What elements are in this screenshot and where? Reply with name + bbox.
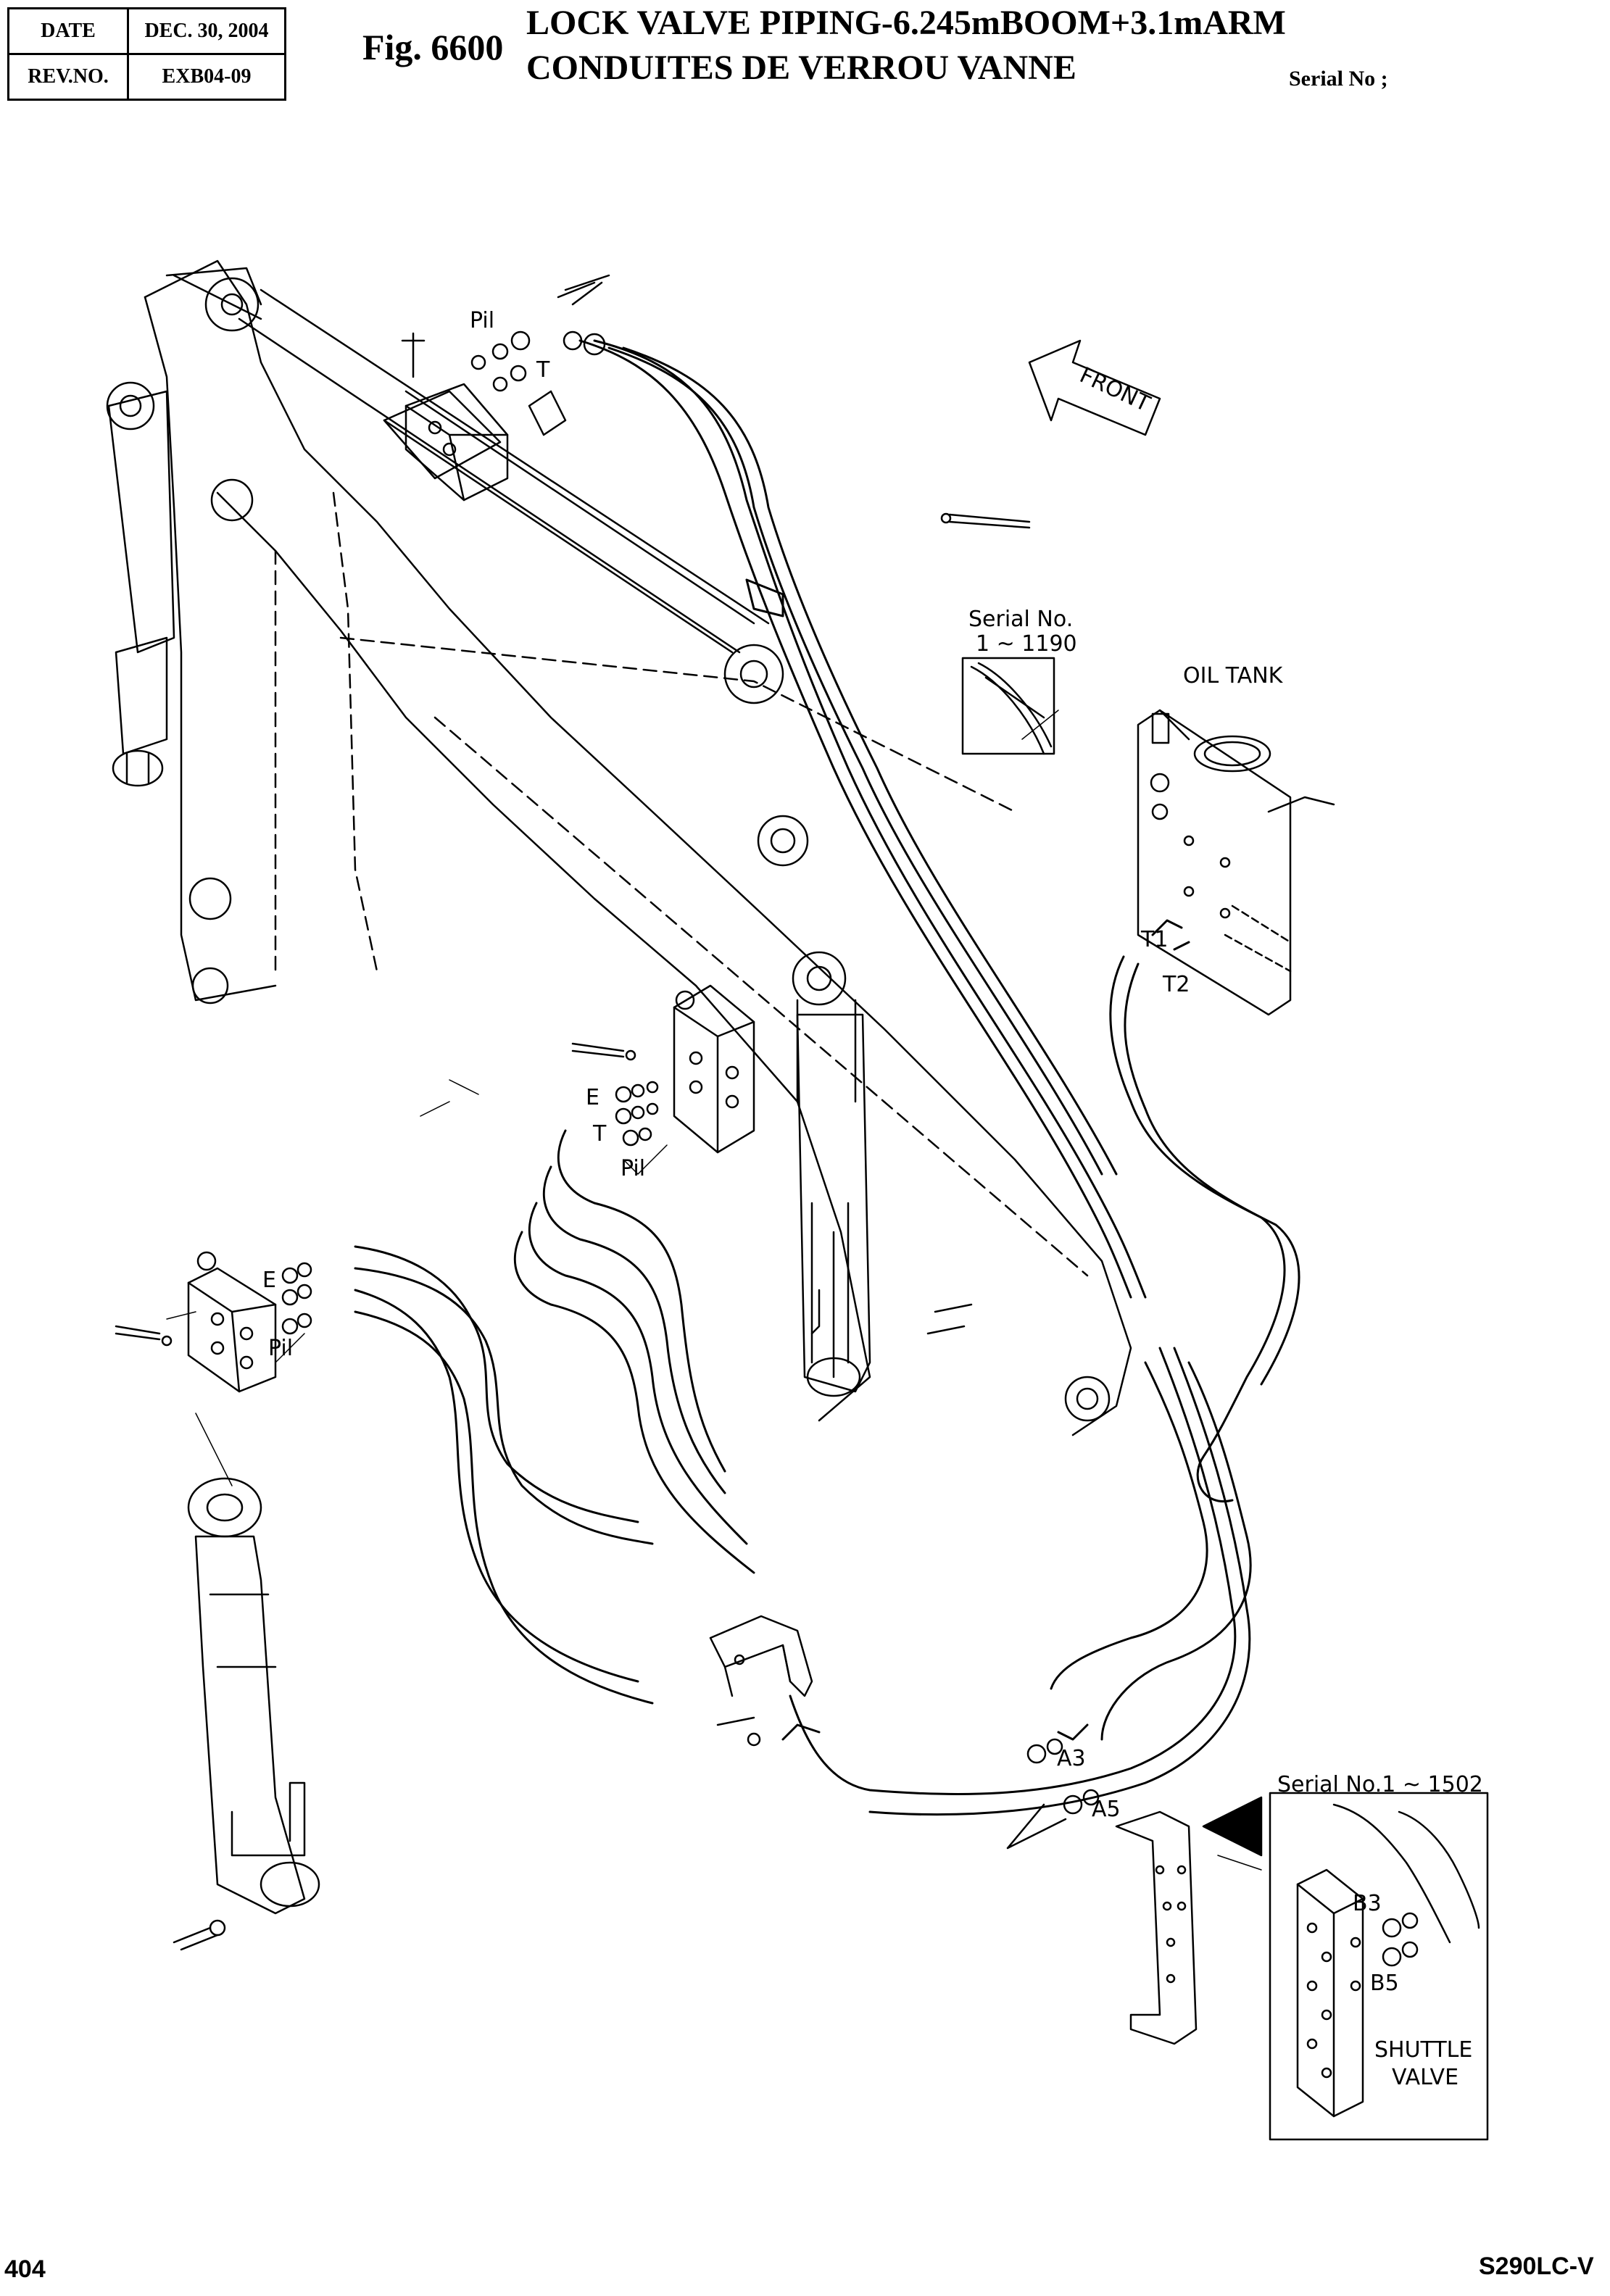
front-arrow: [1028, 339, 1161, 436]
label-pil-left: Pil: [268, 1336, 293, 1361]
hoses-bottom: [781, 1347, 1252, 1816]
leader-lines: [166, 710, 1262, 1871]
label-front: FRONT: [1076, 362, 1154, 417]
bracket-a5: [1115, 1810, 1198, 2045]
fittings-left: [281, 1262, 312, 1335]
inset-pointer: [1202, 1796, 1263, 1857]
title-english: LOCK VALVE PIPING-6.245mBOOM+3.1mARM: [526, 4, 1286, 42]
label-t-mid: T: [592, 1121, 607, 1147]
label-t2: T2: [1162, 972, 1190, 997]
title-french: CONDUITES DE VERROU VANNE: [526, 49, 1076, 87]
page-number: 404: [4, 2255, 46, 2283]
model-number: S290LC-V: [1479, 2253, 1594, 2280]
boom-cylinder-lower: [173, 1477, 320, 1951]
figure-number: Fig. 6600: [362, 27, 504, 67]
label-t-top: T: [536, 357, 550, 383]
label-oil-tank: OIL TANK: [1183, 663, 1284, 689]
lock-valve-top: [401, 281, 603, 502]
date-value: DEC. 30, 2004: [127, 7, 286, 55]
arm-cylinder-top: [173, 274, 784, 704]
label-shuttle-line2: VALVE: [1392, 2065, 1458, 2090]
date-label: DATE: [7, 7, 129, 55]
label-serial-inset1-line2: 1 ~ 1190: [976, 631, 1077, 657]
label-pil-mid: Pil: [621, 1156, 645, 1181]
lock-valve-left: [115, 1251, 277, 1393]
boom-structure: [144, 259, 1132, 1436]
oil-tank: [1137, 709, 1335, 1016]
serial-inset-1190: [961, 657, 1055, 755]
label-b3: B3: [1353, 1891, 1382, 1916]
fittings-a3-a5: [1006, 1738, 1100, 1850]
serial-number-label: Serial No ;: [1289, 67, 1388, 91]
label-serial-inset2: Serial No.1 ~ 1502: [1277, 1772, 1483, 1797]
label-t1: T1: [1140, 927, 1168, 952]
serial-inset-1502: [1269, 1792, 1489, 2141]
hoses-left: [354, 1245, 654, 1705]
fittings-top: [470, 274, 610, 392]
label-a3: A3: [1057, 1746, 1086, 1771]
hoses-return: [1109, 919, 1300, 1502]
label-a5: A5: [1092, 1797, 1121, 1822]
cotter-pin: [940, 512, 1031, 529]
label-serial-inset1-line1: Serial No.: [968, 607, 1073, 632]
revision-table: DATE DEC. 30, 2004 REV.NO. EXB04-09: [7, 7, 286, 101]
boom-cylinder-upper: [106, 381, 175, 787]
hoses-top: [578, 339, 1147, 1299]
label-e-mid: E: [586, 1085, 599, 1110]
label-b5: B5: [1370, 1971, 1399, 1996]
lock-valve-middle: [571, 984, 755, 1154]
fittings-middle: [615, 1081, 659, 1147]
label-pil-top: Pil: [470, 308, 494, 333]
label-shuttle-line1: SHUTTLE: [1374, 2037, 1472, 2063]
arm-cylinder-middle: [792, 951, 973, 1397]
bracket-center: [709, 1615, 813, 1747]
rev-label: REV.NO.: [7, 53, 129, 101]
hoses-middle: [513, 1129, 755, 1574]
label-e-left: E: [262, 1268, 276, 1293]
rev-value: EXB04-09: [127, 53, 286, 101]
